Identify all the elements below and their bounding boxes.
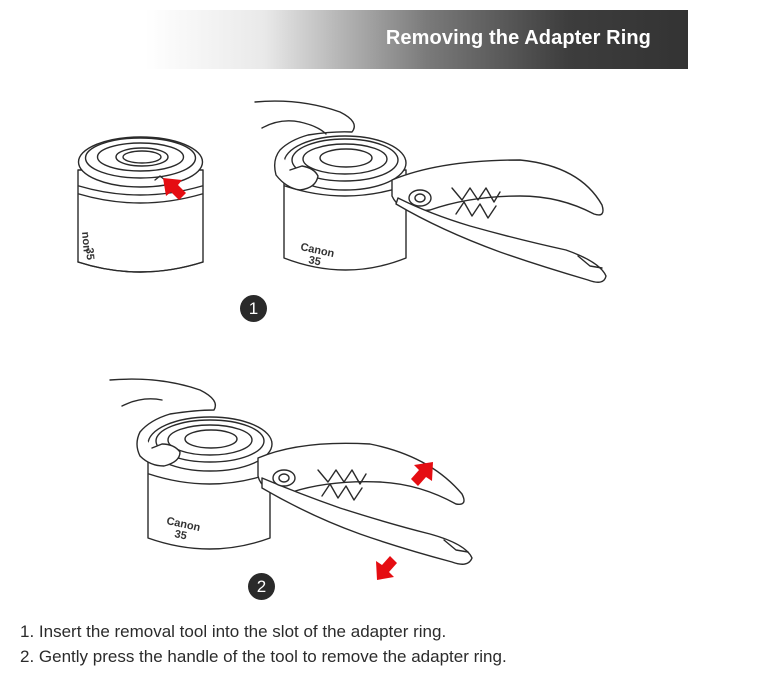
step-1-badge: 1: [240, 295, 267, 322]
press-arrow-bottom-icon: [376, 556, 397, 580]
title-banner: Removing the Adapter Ring: [145, 10, 688, 69]
hand-tool-lens-step1-illustration: Canon 35: [254, 100, 607, 283]
lens-with-slot-illustration: non 35: [77, 136, 204, 273]
instruction-step-1: 1. Insert the removal tool into the slot…: [20, 622, 447, 641]
lens-brand-label-partial: non: [79, 231, 93, 252]
instruction-step-2: 2. Gently press the handle of the tool t…: [20, 647, 507, 666]
step-2-badge: 2: [248, 573, 275, 600]
press-arrow-top-icon: [411, 462, 433, 486]
arrow-to-slot-icon: [163, 178, 186, 200]
lens-model-label-step2: 35: [173, 528, 187, 542]
instruction-list: 1. Insert the removal tool into the slot…: [20, 619, 507, 669]
page-title: Removing the Adapter Ring: [385, 27, 651, 49]
lens-model-label: 35: [307, 254, 321, 268]
lens-model-label-partial: 35: [83, 247, 96, 260]
hand-tool-lens-step2-illustration: Canon 35: [109, 378, 473, 565]
